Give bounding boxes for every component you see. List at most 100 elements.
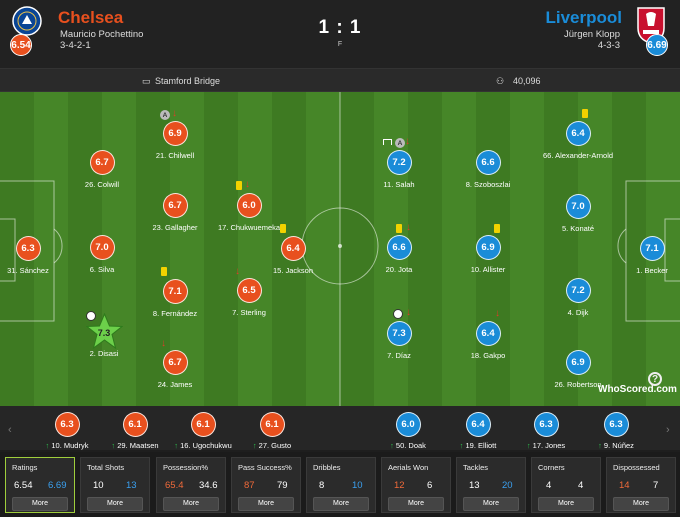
- captain-icon: A: [160, 110, 170, 120]
- player-label: 1. Becker: [636, 266, 668, 275]
- sub-away-elliott[interactable]: 6.4 ↑ 19. Elliott: [433, 412, 523, 450]
- sub-on-arrow-icon: ↑: [390, 441, 394, 450]
- more-button[interactable]: More: [238, 497, 294, 511]
- player-name: Chilwell: [168, 151, 195, 160]
- player-home-chilwell[interactable]: 6.9 21. Chilwell: [135, 121, 215, 160]
- player-label: 31. Sánchez: [7, 266, 49, 275]
- sub-on-arrow-icon: ↑: [252, 441, 257, 450]
- more-button[interactable]: More: [163, 497, 219, 511]
- home-formation: 3-4-2-1: [60, 40, 91, 51]
- away-team-name[interactable]: Liverpool: [545, 8, 622, 27]
- stat-dispossessed[interactable]: Dispossessed 14 7 More: [606, 457, 676, 513]
- player-rating: 6.4: [280, 236, 306, 261]
- stat-dribbles[interactable]: Dribbles 8 10 More: [306, 457, 376, 513]
- player-home-jackson[interactable]: 6.4 15. Jackson: [253, 236, 333, 275]
- sub-rating: 6.1: [259, 412, 285, 437]
- sub-away-doak[interactable]: 6.0 ↑ 50. Doak: [363, 412, 453, 450]
- more-button[interactable]: More: [313, 497, 369, 511]
- player-home-disasi[interactable]: 7.3 2. Disasi: [64, 313, 144, 358]
- whoscored-question-icon: ?: [648, 372, 662, 386]
- sub-name: Jones: [545, 441, 566, 450]
- player-number: 24: [157, 380, 167, 389]
- match-score: 1 : 1: [318, 17, 362, 38]
- player-away-becker[interactable]: 7.1 1. Becker: [612, 236, 680, 275]
- stat-pass-success[interactable]: Pass Success% 87 79 More: [231, 457, 301, 513]
- sub-number: 29: [117, 441, 126, 450]
- player-away-szoboszlai[interactable]: 6.6 8. Szoboszlai: [448, 150, 528, 189]
- player-home-fernandez[interactable]: 7.1 8. Fernández: [135, 279, 215, 318]
- sub-name: Gusto: [271, 441, 292, 450]
- more-button[interactable]: More: [463, 497, 519, 511]
- player-rating: 6.6: [475, 150, 501, 175]
- player-home-chukwuemeka[interactable]: 6.0 17. Chukwuemeka: [209, 193, 289, 232]
- more-button[interactable]: More: [87, 497, 143, 511]
- sub-home-mudryk[interactable]: 6.3 ↑ 10. Mudryk: [22, 412, 112, 450]
- sub-home-gusto[interactable]: 6.1 ↑ 27. Gusto: [227, 412, 317, 450]
- sub-number: 10: [51, 441, 60, 450]
- sub-away-jones[interactable]: 6.3 ↑ 17. Jones: [501, 412, 591, 450]
- player-label: 4. Dijk: [567, 308, 589, 317]
- player-home-colwill[interactable]: 6.7 26. Colwill: [62, 150, 142, 189]
- stat-home-value: 8: [319, 480, 325, 491]
- player-number: 20: [385, 265, 394, 274]
- player-number: 1: [636, 266, 641, 275]
- stat-away-value: 79: [277, 480, 288, 491]
- player-away-jota[interactable]: 6.6 20. Jota: [359, 235, 439, 274]
- subs-left-chevron-icon[interactable]: ‹: [8, 424, 12, 436]
- venue-name: Stamford Bridge: [155, 76, 221, 86]
- sub-label: ↑ 27. Gusto: [252, 441, 292, 450]
- stat-possession[interactable]: Possession% 65.4 34.6 More: [156, 457, 226, 513]
- attendance-count: 40,096: [513, 76, 541, 86]
- stat-home-value: 12: [394, 480, 405, 491]
- player-home-gallagher[interactable]: 6.7 23. Gallagher: [135, 193, 215, 232]
- chelsea-crest-icon: [12, 6, 54, 52]
- player-home-sanchez[interactable]: 6.3 31. Sánchez: [0, 236, 68, 275]
- stat-home-value: 6.54: [14, 480, 33, 491]
- more-button[interactable]: More: [613, 497, 669, 511]
- subs-right-chevron-icon[interactable]: ›: [666, 424, 670, 436]
- sub-away-nunez[interactable]: 6.3 ↑ 9. Núñez: [571, 412, 661, 450]
- stat-tackles[interactable]: Tackles 13 20 More: [456, 457, 526, 513]
- sub-rating: 6.3: [54, 412, 80, 437]
- stat-home-value: 13: [469, 480, 480, 491]
- stat-label: Corners: [538, 463, 565, 472]
- stat-ratings[interactable]: Ratings 6.54 6.69 More: [5, 457, 75, 513]
- player-away-alexander-arnold[interactable]: 6.4 66. Alexander-Arnold: [538, 121, 618, 160]
- player-home-silva[interactable]: 7.0 6. Silva: [62, 235, 142, 274]
- player-away-allister[interactable]: 6.9 10. Allister: [448, 235, 528, 274]
- player-rating: 7.3: [386, 321, 412, 346]
- player-away-salah[interactable]: 7.2 11. Salah: [359, 150, 439, 189]
- player-away-gakpo[interactable]: 6.4 18. Gakpo: [448, 321, 528, 360]
- player-number: 21: [155, 151, 165, 160]
- player-home-sterling[interactable]: 6.5 7. Sterling: [209, 278, 289, 317]
- home-team-name[interactable]: Chelsea: [58, 8, 124, 27]
- player-away-dijk[interactable]: 7.2 4. Dijk: [538, 278, 618, 317]
- player-home-james[interactable]: 6.7 24. James: [135, 350, 215, 389]
- more-button[interactable]: More: [538, 497, 594, 511]
- player-number: 6: [89, 265, 94, 274]
- stat-corners[interactable]: Corners 4 4 More: [531, 457, 601, 513]
- sub-name: Ugochukwu: [192, 441, 232, 450]
- player-away-diaz[interactable]: 7.3 7. Díaz: [359, 321, 439, 360]
- sub-number: 17: [532, 441, 541, 450]
- stat-total-shots[interactable]: Total Shots 10 13 More: [80, 457, 150, 513]
- sub-home-maatsen[interactable]: 6.1 ↑ 29. Maatsen: [90, 412, 180, 450]
- player-away-konate[interactable]: 7.0 5. Konaté: [538, 194, 618, 233]
- sub-on-arrow-icon: ↑: [45, 441, 50, 450]
- sub-number: 9: [603, 441, 609, 450]
- player-name: Gallagher: [164, 223, 198, 232]
- attendance-icon: ⚇: [496, 76, 505, 86]
- player-label: 5. Konaté: [561, 224, 595, 233]
- more-button[interactable]: More: [12, 497, 68, 511]
- stat-away-value: 20: [502, 480, 513, 491]
- player-number: 17: [217, 223, 227, 232]
- more-button[interactable]: More: [388, 497, 444, 511]
- sub-number: 27: [258, 441, 267, 450]
- sub-home-ugochukwu[interactable]: 6.1 ↑ 16. Ugochukwu: [158, 412, 248, 450]
- player-name: Allister: [482, 265, 506, 274]
- player-name: Jota: [398, 265, 413, 274]
- player-away-robertson[interactable]: 6.9 26. Robertson: [538, 350, 618, 389]
- sub-rating: 6.4: [465, 412, 491, 437]
- player-rating: 6.9: [565, 350, 591, 375]
- stat-aerials-won[interactable]: Aerials Won 12 6 More: [381, 457, 451, 513]
